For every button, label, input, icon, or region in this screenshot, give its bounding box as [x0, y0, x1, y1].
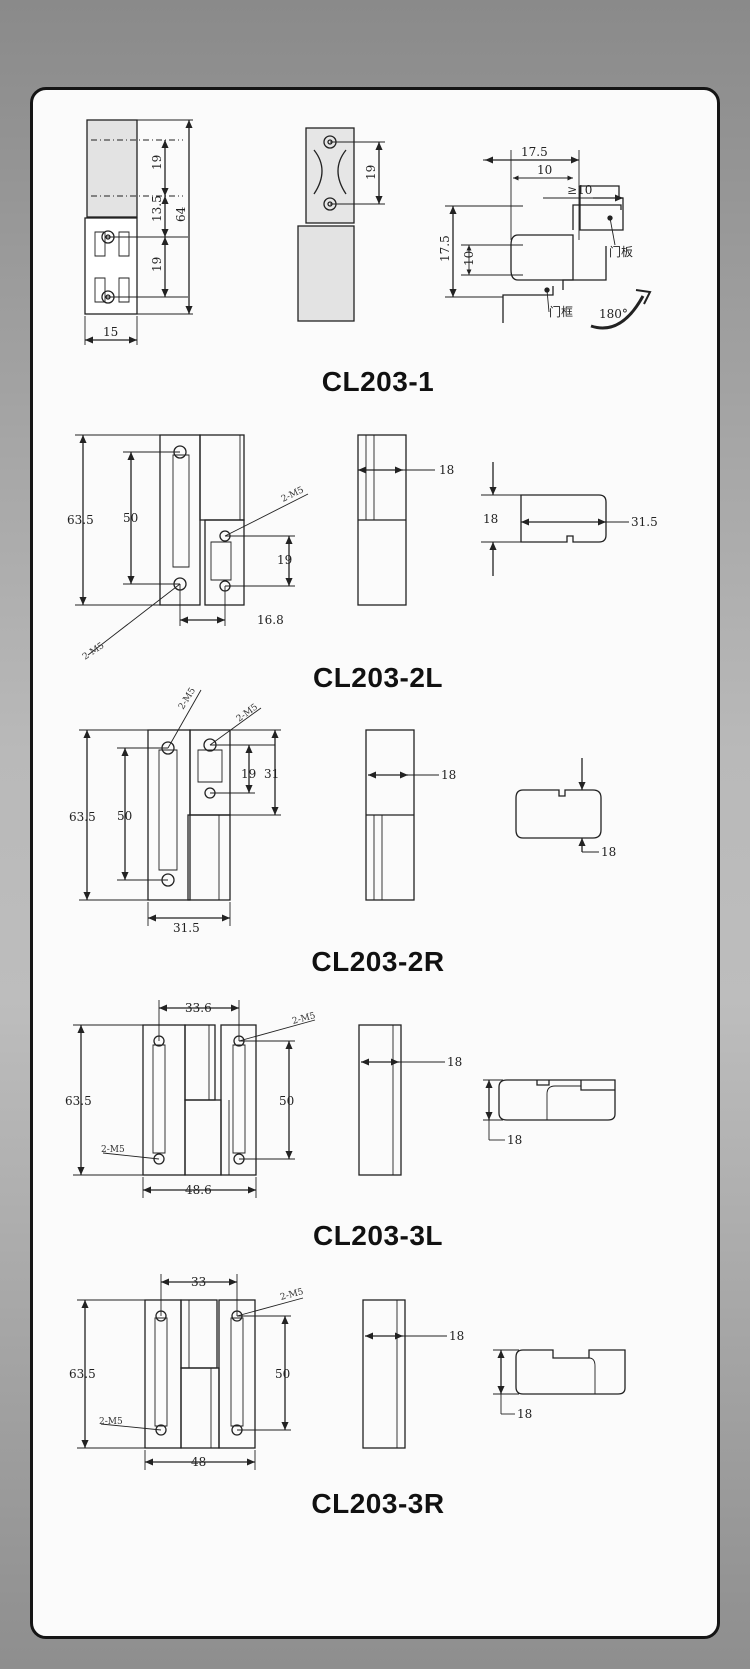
dim-33: 33 — [191, 1275, 206, 1289]
cl203-1-front-view: 19 13.5 19 64 15 — [84, 119, 193, 345]
cl203-2r-side-view: 18 — [365, 729, 456, 901]
model-label-cl203-2r: CL203-2R — [311, 946, 445, 977]
cl203-3l-front-view: 63.5 33.6 50 48.6 2-M5 2-M5 — [65, 1000, 317, 1198]
dim-63-5: 63.5 — [65, 1094, 92, 1108]
thread-2-m5: 2-M5 — [235, 702, 260, 724]
cl203-2r-front-view: 63.5 50 19 31 31.5 2-M5 2-M5 — [69, 686, 281, 935]
dim-16-8: 16.8 — [257, 613, 284, 627]
cl203-3l-side-view: 18 — [358, 1024, 462, 1176]
dim-18: 18 — [441, 768, 456, 782]
model-label-cl203-1: CL203-1 — [321, 366, 435, 397]
dim-18: 18 — [507, 1133, 522, 1147]
dim-18: 18 — [439, 463, 454, 477]
dim-18: 18 — [483, 512, 498, 526]
dim-31-5: 31.5 — [631, 515, 658, 529]
dim-63-5: 63.5 — [69, 1367, 96, 1381]
drawing-sheet: 19 13.5 19 64 15 19 17.5 10 ≥10 — [30, 87, 720, 1639]
dim-19: 19 — [241, 767, 256, 781]
dim-48-6: 48.6 — [185, 1183, 212, 1197]
thread-2-m5: 2-M5 — [99, 1417, 123, 1427]
label-door-panel: 门板 — [609, 244, 633, 259]
dim-18: 18 — [601, 845, 616, 859]
cl203-1-installation-view: 17.5 10 ≥10 17.5 10 门板 门框 180° — [438, 145, 652, 330]
thread-2-m5: 2-M5 — [101, 1145, 125, 1155]
dim-31-5: 31.5 — [173, 921, 200, 935]
model-label-cl203-2l: CL203-2L — [312, 662, 444, 693]
dim-50: 50 — [117, 809, 132, 823]
dim-31: 31 — [264, 767, 279, 781]
model-label-cl203-3r: CL203-3R — [311, 1488, 445, 1519]
dim-50: 50 — [279, 1094, 294, 1108]
dim-10: 10 — [462, 251, 476, 266]
cl203-3r-top-view: 18 — [493, 1349, 626, 1421]
cl203-2r-top-view: 18 — [515, 758, 616, 859]
dim-63-5: 63.5 — [69, 810, 96, 824]
cl203-3r-front-view: 63.5 33 50 48 2-M5 2-M5 — [69, 1274, 305, 1470]
dim-50: 50 — [275, 1367, 290, 1381]
dim-17-5: 17.5 — [521, 145, 548, 159]
dim-15: 15 — [103, 325, 118, 339]
dim-19: 19 — [277, 553, 292, 567]
cl203-3r-side-view: 18 — [362, 1299, 464, 1449]
dim-64: 64 — [174, 206, 188, 222]
dim-48: 48 — [191, 1455, 206, 1469]
dim-18: 18 — [517, 1407, 532, 1421]
dim-17-5: 17.5 — [438, 235, 452, 262]
dim-19: 19 — [150, 257, 164, 272]
dim-13-5: 13.5 — [150, 195, 164, 222]
model-label-cl203-3l: CL203-3L — [312, 1220, 444, 1251]
dim-19: 19 — [364, 165, 378, 180]
dim-gte-10: ≥10 — [567, 183, 592, 197]
dim-50: 50 — [123, 511, 138, 525]
dim-63-5: 63.5 — [67, 513, 94, 527]
cl203-2l-top-view: 18 31.5 — [481, 462, 658, 576]
dim-10: 10 — [537, 163, 552, 177]
label-door-frame: 门框 — [549, 304, 573, 319]
dim-18: 18 — [447, 1055, 462, 1069]
dim-18: 18 — [449, 1329, 464, 1343]
dim-19: 19 — [150, 155, 164, 170]
cl203-3l-top-view: 18 — [483, 1079, 616, 1147]
dim-180-degree: 180° — [599, 307, 628, 321]
cl203-1-side-view: 19 — [297, 127, 385, 322]
cl203-2l-front-view: 63.5 50 19 16.8 2-M5 2-M5 — [67, 434, 309, 663]
cl203-2l-side-view: 18 — [357, 434, 454, 606]
technical-drawings: 19 13.5 19 64 15 19 17.5 10 ≥10 — [65, 119, 658, 1470]
dim-33-6: 33.6 — [185, 1001, 212, 1015]
thread-2-m5: 2-M5 — [81, 641, 106, 663]
thread-2-m5: 2-M5 — [291, 1011, 317, 1027]
